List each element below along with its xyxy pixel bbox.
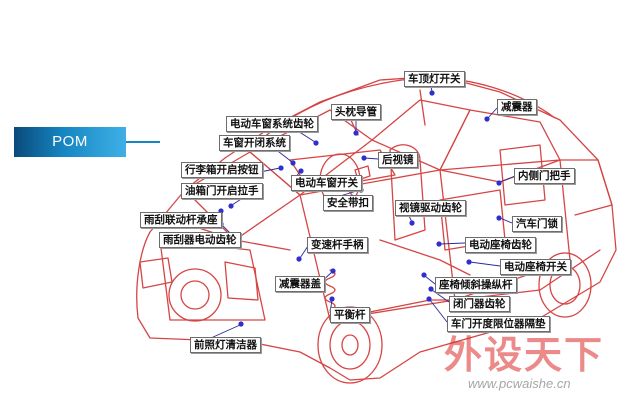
label-door-closer-gear: 闭门器齿轮	[449, 296, 510, 312]
label-power-window-switch: 电动车窗开关	[291, 175, 362, 191]
marker-dot	[496, 180, 502, 186]
label-inner-door-handle: 内侧门把手	[514, 168, 575, 184]
rear-wheel	[538, 252, 592, 318]
headlight	[139, 257, 173, 289]
marker-dot	[428, 286, 434, 292]
marker-dot	[361, 155, 367, 161]
label-wiper-linkage-seat: 雨刮联动杆承座	[140, 212, 222, 228]
leader-l08	[499, 175, 516, 183]
marker-dot	[329, 296, 335, 302]
watermark-logo-text: 外设天下	[444, 333, 605, 377]
marker-dot	[429, 90, 435, 96]
label-rear-mirror: 后视镜	[378, 152, 418, 168]
marker-dot	[436, 241, 442, 247]
marker-dot	[409, 220, 415, 226]
marker-dot	[278, 165, 284, 171]
label-window-open-system: 车窗开闭系统	[219, 135, 290, 151]
label-stabilizer-bar: 平衡杆	[330, 307, 370, 323]
label-door-lock: 汽车门锁	[512, 216, 562, 232]
marker-dot	[228, 203, 234, 209]
label-shock-cap: 减震器盖	[275, 276, 325, 292]
marker-dot	[353, 130, 359, 136]
leader-l21	[431, 289, 450, 303]
marker-dot	[426, 296, 432, 302]
marker-dot	[466, 259, 472, 265]
label-trunk-open-button: 行李箱开启按钮	[181, 162, 263, 178]
marker-dot	[298, 168, 304, 174]
marker-dot	[421, 272, 427, 278]
label-roof-light-switch: 车顶灯开关	[404, 71, 465, 87]
label-headlamp-washer: 前照灯清洁器	[190, 337, 261, 353]
label-gear-shift-knob: 变速杆手柄	[307, 237, 368, 253]
watermark-url: www.pcwaishe.cn	[468, 376, 571, 391]
marker-dot	[330, 268, 336, 274]
label-headrest-guide: 头枕导管	[331, 104, 381, 120]
leader-l18	[469, 261, 501, 267]
label-fuel-door-pull: 油箱门开启拉手	[181, 183, 263, 199]
marker-dot	[290, 160, 296, 166]
leader-l02	[487, 107, 498, 119]
watermark: 外设天下 www.pcwaishe.cn	[438, 318, 638, 416]
label-mirror-drive-gear: 视镜驱动齿轮	[395, 200, 466, 216]
marker-dot	[296, 256, 302, 262]
front-seat	[389, 144, 426, 241]
marker-dot	[238, 321, 244, 327]
label-seatbelt-buckle: 安全带扣	[323, 195, 373, 211]
leader-l13	[499, 217, 513, 224]
label-seat-tilt-lever: 座椅倾斜操纵杆	[435, 277, 517, 293]
label-power-window-gear: 电动车窗系统齿轮	[226, 116, 318, 132]
leader-l16	[439, 242, 466, 245]
leader-l07	[364, 157, 379, 160]
marker-dot	[496, 215, 502, 221]
engine-bay	[159, 239, 266, 321]
banner-connector	[126, 141, 160, 143]
leader-l20	[424, 275, 436, 285]
leader-l23	[429, 299, 448, 323]
leader-l06	[259, 167, 281, 173]
marker-dot	[313, 140, 319, 146]
marker-dot	[484, 116, 490, 122]
pom-banner: POM	[14, 127, 126, 157]
label-power-seat-switch: 电动座椅开关	[500, 259, 571, 275]
label-shock-absorber-rear: 减震器	[497, 99, 537, 115]
label-wiper-motor-gear: 雨刮器电动齿轮	[159, 232, 241, 248]
label-door-check-spacer: 车门开度限位器隔垫	[447, 316, 550, 332]
label-power-seat-gear: 电动座椅齿轮	[465, 237, 536, 253]
